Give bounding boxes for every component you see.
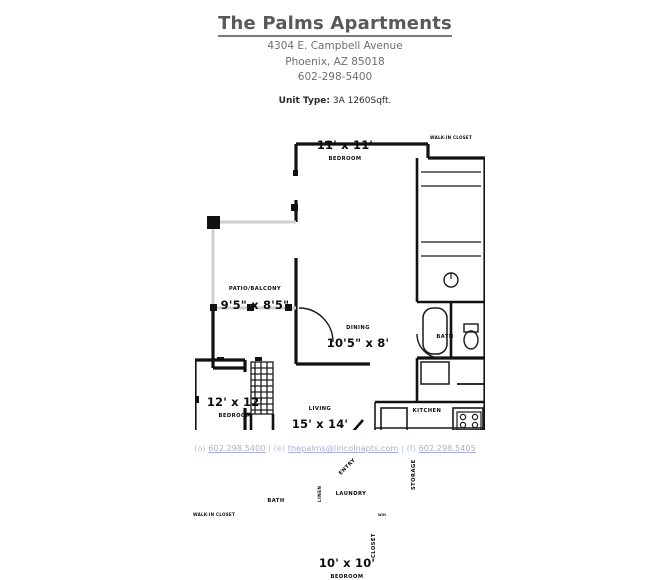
room-name-bedroom-10x10: BEDROOM	[330, 574, 364, 580]
space-label-kitchen: KITCHEN	[412, 408, 442, 414]
space-label-wh: W/H	[378, 513, 386, 517]
room-name-bedroom-12x12: BEDROOM	[218, 413, 252, 419]
room-name-bedroom-11x11: BEDROOM	[328, 156, 362, 162]
space-label-closet: CLOSET	[371, 533, 377, 558]
space-label-entry: ENTRY	[337, 457, 358, 477]
room-name-living: LIVING	[308, 406, 332, 412]
room-name-dining: DINING	[346, 325, 370, 331]
office-phone-link[interactable]: 602.298.5400	[208, 444, 266, 453]
unit-type-label: Unit Type:	[278, 95, 330, 106]
room-dimension-patio-balcony: 9'5" x 8'5"	[220, 298, 290, 312]
space-label-laundry: LAUNDRY	[335, 491, 367, 497]
space-label-bath-left: BATH	[267, 498, 285, 504]
room-dimension-bedroom-10x10: 10' x 10'	[318, 556, 376, 570]
footer-separator-2: |	[401, 444, 404, 453]
room-dimension-bedroom-11x11: 11' x 11'	[316, 138, 374, 152]
room-dimension-living: 15' x 14'	[291, 417, 349, 431]
space-label-walk-in-closet-left: WALK-IN CLOSET	[193, 512, 235, 517]
email-link[interactable]: thepalms@lincolnapts.com	[287, 444, 399, 453]
room-name-patio-balcony: PATIO/BALCONY	[228, 286, 282, 292]
header: The Palms Apartments 4304 E. Campbell Av…	[0, 14, 670, 106]
office-label: (o)	[194, 444, 206, 453]
footer-separator-1: |	[268, 444, 271, 453]
room-dimension-dining: 10'5" x 8'	[326, 336, 390, 350]
address-line-1: 4304 E. Campbell Avenue	[267, 40, 403, 52]
fax-label: (f)	[406, 444, 416, 453]
space-label-storage: STORAGE	[411, 459, 417, 490]
floorplan-svg	[195, 141, 485, 430]
address-line-2: Phoenix, AZ 85018	[285, 55, 385, 68]
fax-phone-link[interactable]: 602.298.5405	[418, 444, 476, 453]
unit-type: Unit Type: 3A 1260Sqft.	[0, 96, 670, 106]
phone-number: 602-298-5400	[297, 71, 373, 83]
space-label-walk-in-closet-top: WALK-IN CLOSET	[430, 135, 472, 140]
floorplan-drawing: 11' x 11' BEDROOM WALK-IN CLOSET PATIO/B…	[193, 112, 485, 580]
space-label-linen: LINEN	[317, 485, 322, 502]
unit-type-value: 3A 1260Sqft.	[332, 95, 392, 106]
email-label: (e)	[273, 444, 286, 453]
footer-contact: (o) 602.298.5400 | (e) thepalms@lincolna…	[0, 444, 670, 453]
page-title: The Palms Apartments	[218, 14, 452, 37]
room-dimension-bedroom-12x12: 12' x 12'	[206, 395, 264, 409]
space-label-bath-top: BATH	[436, 334, 454, 340]
floorplan-page: The Palms Apartments 4304 E. Campbell Av…	[0, 14, 670, 580]
